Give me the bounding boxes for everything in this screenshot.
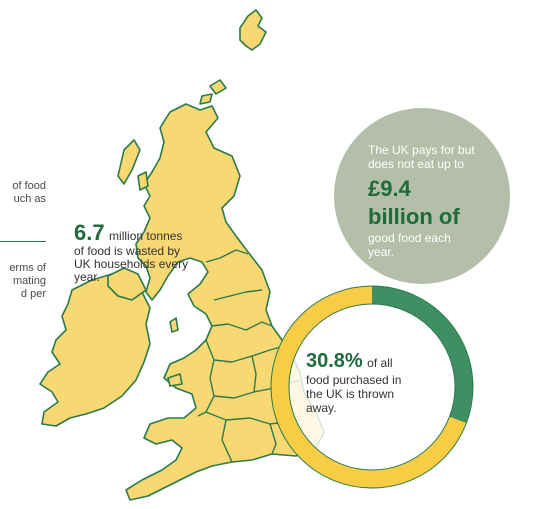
orkney-islands (209, 79, 227, 95)
shetland-islands (239, 9, 267, 51)
household-waste-line-4: year. (74, 270, 101, 284)
left-column-text-bottom: erms of mating d per (0, 262, 46, 301)
purchase-line-2: food purchased in (306, 373, 402, 387)
donut-inner-edge (288, 303, 456, 471)
scotland-border (205, 249, 249, 263)
cost-intro-line-1: The UK pays for but (368, 143, 475, 157)
left-line-2: uch as (13, 193, 46, 205)
cost-amount-line-2: billion of (368, 204, 460, 229)
isle-of-man (169, 317, 179, 333)
purchase-stat: 30.8% of all food purchased in the UK is… (306, 350, 456, 415)
donut-background-fill (272, 287, 472, 487)
cost-stat: The UK pays for but does not eat up to £… (368, 143, 498, 259)
cost-bubble (334, 108, 510, 284)
purchase-line-1: of all (367, 356, 393, 370)
left-divider (0, 241, 46, 242)
western-isles (117, 139, 141, 185)
cost-outro-line-1: good food each (368, 231, 451, 245)
left-column-text-top: of food uch as (0, 180, 46, 206)
household-waste-value: 6.7 (74, 220, 105, 245)
cost-amount-line-1: £9.4 (368, 176, 411, 201)
household-waste-line-2: of food is wasted by (74, 244, 181, 258)
left-line-1: of food (12, 180, 46, 192)
left-line-3: erms of (9, 262, 46, 274)
purchase-value: 30.8% (306, 350, 363, 372)
donut-green-segment (271, 286, 473, 488)
cost-outro-line-2: year. (368, 245, 395, 259)
ireland (39, 273, 151, 427)
household-waste-line-3: UK households every (74, 257, 189, 271)
left-line-4: mating (12, 275, 46, 287)
donut-outer-edge (270, 285, 474, 489)
purchase-line-3: the UK is thrown (306, 387, 395, 401)
household-waste-stat: 6.7 million tonnes of food is wasted by … (74, 222, 214, 284)
cost-intro-line-2: does not eat up to (368, 157, 465, 171)
household-waste-line-1: million tonnes (109, 229, 183, 243)
purchase-donut-chart (270, 285, 474, 489)
wales-border (197, 339, 215, 417)
left-line-5: d per (20, 288, 46, 300)
purchase-line-4: away. (306, 401, 337, 415)
